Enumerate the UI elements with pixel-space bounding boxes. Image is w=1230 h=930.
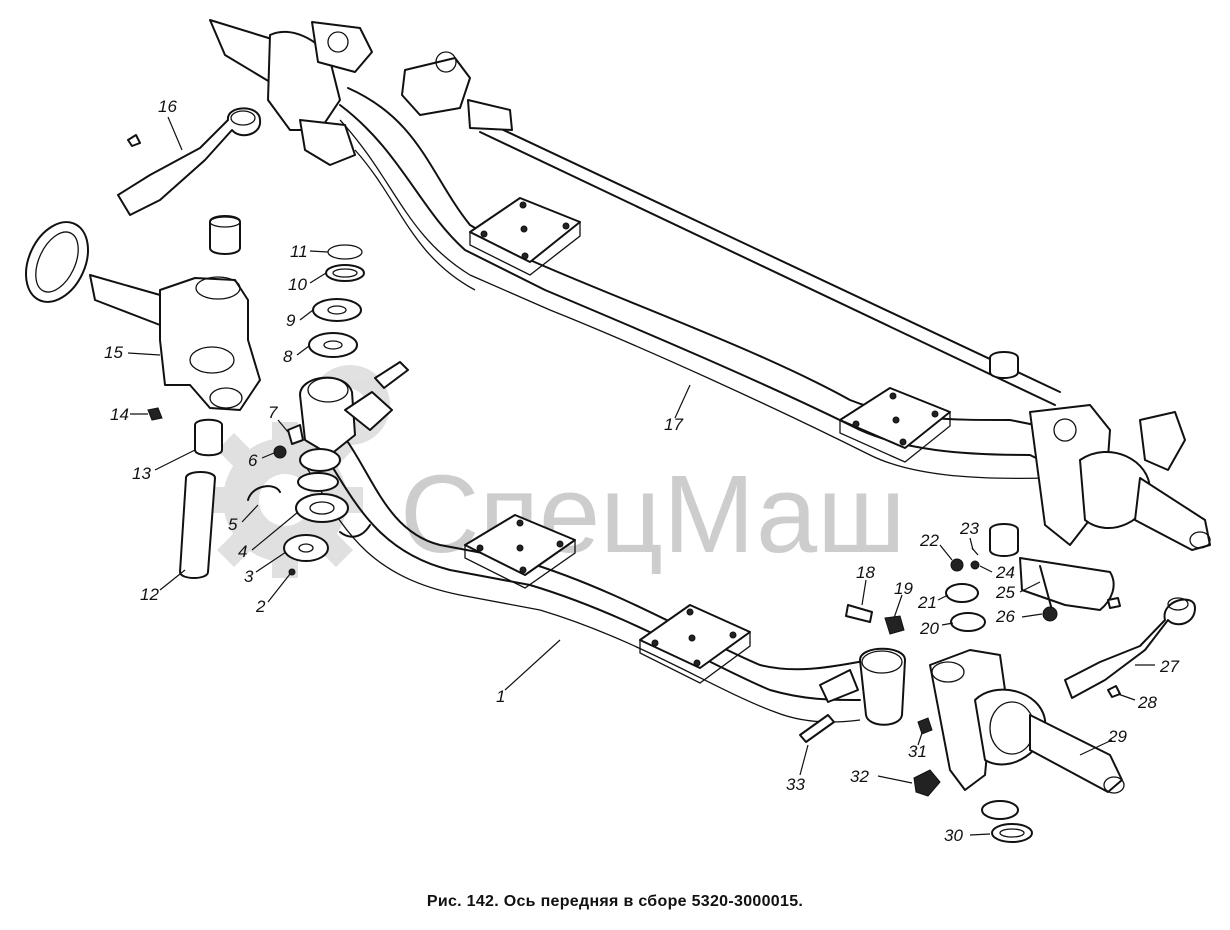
label-15: 15: [104, 343, 123, 362]
leader-lines: [127, 116, 1155, 836]
label-9: 9: [286, 311, 296, 330]
label-21: 21: [917, 593, 937, 612]
label-16: 16: [158, 97, 177, 116]
label-1: 1: [496, 687, 505, 706]
label-17: 17: [664, 415, 683, 434]
label-14: 14: [110, 405, 129, 424]
label-12: 12: [140, 585, 159, 604]
label-32: 32: [850, 767, 869, 786]
label-13: 13: [132, 464, 151, 483]
axle-beam-1: [299, 361, 906, 726]
label-28: 28: [1137, 693, 1157, 712]
label-31: 31: [908, 742, 927, 761]
label-33: 33: [786, 775, 805, 794]
label-25: 25: [995, 583, 1015, 602]
label-8: 8: [283, 347, 293, 366]
label-3: 3: [244, 567, 254, 586]
label-2: 2: [255, 597, 266, 616]
loose-parts: [25, 107, 1196, 843]
label-6: 6: [248, 451, 258, 470]
label-18: 18: [856, 563, 875, 582]
label-22: 22: [919, 531, 939, 550]
label-27: 27: [1159, 657, 1179, 676]
label-23: 23: [959, 519, 979, 538]
label-11: 11: [290, 242, 308, 261]
part-labels: 16 15 14 13 12 11 10 9 8 7 6 5 4 3 2 1 1…: [104, 97, 1179, 845]
label-19: 19: [894, 579, 913, 598]
label-20: 20: [919, 619, 939, 638]
label-7: 7: [268, 403, 278, 422]
figure-caption: Рис. 142. Ось передняя в сборе 5320-3000…: [426, 893, 804, 910]
assembled-axle-beam-17: [209, 19, 1211, 557]
label-24: 24: [995, 563, 1015, 582]
label-29: 29: [1107, 727, 1127, 746]
label-5: 5: [228, 515, 238, 534]
label-30: 30: [944, 826, 963, 845]
watermark-text: СпецМаш: [400, 453, 905, 576]
label-10: 10: [288, 275, 307, 294]
label-4: 4: [238, 542, 247, 561]
label-26: 26: [995, 607, 1015, 626]
